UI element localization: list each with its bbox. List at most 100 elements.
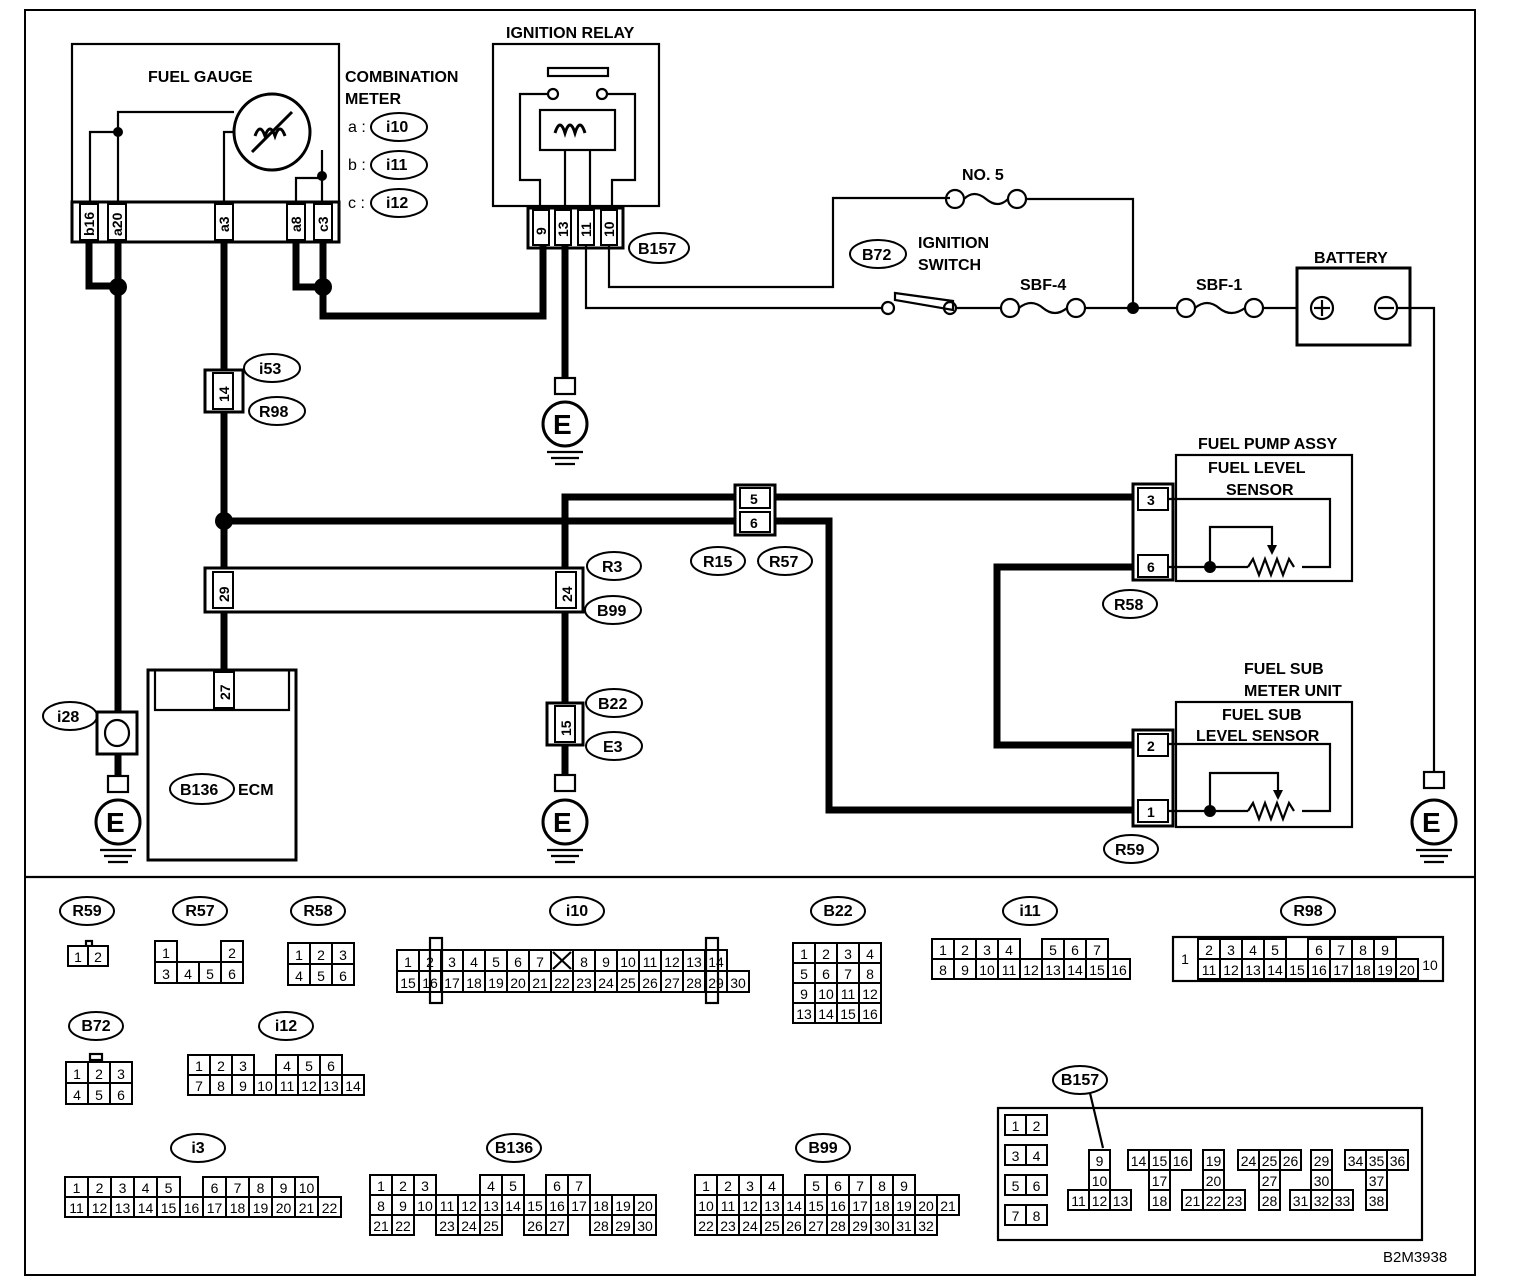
fuse-sbf1-label: SBF-1 [1196, 277, 1242, 294]
connector-tag-i3 [170, 1133, 226, 1163]
connector-b22-text: B22 [598, 696, 627, 713]
pin-number: 16 [184, 1200, 200, 1216]
ignition-switch-icon [880, 300, 896, 316]
pin-number: 14 [708, 954, 724, 970]
pin-cell [1025, 1114, 1048, 1136]
pin-number: 23 [576, 975, 592, 991]
pin-number: 28 [593, 1218, 609, 1234]
pin-number: 2 [961, 942, 969, 958]
ground-label: E [553, 807, 572, 838]
pin-number: 7 [1093, 942, 1101, 958]
pin-number: 13 [1245, 962, 1261, 978]
pin-number: 2 [96, 1180, 104, 1196]
pin-number: 28 [1262, 1193, 1278, 1209]
connector-tag-text: i3 [191, 1140, 204, 1157]
pin-number: 1 [404, 954, 412, 970]
connector-r15-tag [690, 546, 746, 576]
pin-number: 4 [487, 1178, 495, 1194]
pin-number: 21 [299, 1200, 315, 1216]
combination-meter-label-1: COMBINATION [345, 69, 458, 86]
pin-number: 6 [1315, 942, 1323, 958]
ignition-switch-label-2: SWITCH [918, 257, 981, 274]
pin-cell [1025, 1174, 1048, 1196]
pin-number: 14 [818, 1006, 834, 1022]
pin-number: 7 [1337, 942, 1345, 958]
pin-number: 4 [866, 946, 874, 962]
i53-pin-14: 14 [216, 386, 232, 402]
connector-tag-text: B99 [808, 1140, 837, 1157]
pin-number: 4 [1033, 1148, 1041, 1164]
pin-number: 9 [800, 986, 808, 1002]
meter-pin-a8: a8 [288, 216, 304, 232]
pin-number: 9 [399, 1198, 407, 1214]
pin-number: 29 [1314, 1153, 1330, 1169]
connector-r59-tag [1103, 834, 1159, 864]
pin-number: 16 [862, 1006, 878, 1022]
pin-number: 10 [257, 1078, 273, 1094]
connector-tag-text: i12 [275, 1018, 297, 1035]
pin-number: 21 [940, 1198, 956, 1214]
pin-number: 8 [866, 966, 874, 982]
pin-number: 7 [844, 966, 852, 982]
pin-number: 1 [702, 1178, 710, 1194]
pin-number: 15 [161, 1200, 177, 1216]
pin-number: 15 [840, 1006, 856, 1022]
pin-number: 25 [620, 975, 636, 991]
pin-number: 35 [1369, 1153, 1385, 1169]
pin-number: 14 [505, 1198, 521, 1214]
pin-number: 25 [483, 1218, 499, 1234]
pin-number: 8 [939, 962, 947, 978]
pin-number: 3 [117, 1066, 125, 1082]
pin-number: 13 [115, 1200, 131, 1216]
meter-b-label: b : [348, 157, 366, 174]
pin-number: 16 [1111, 962, 1127, 978]
pin-number: 31 [896, 1218, 912, 1234]
pin-number: 10 [620, 954, 636, 970]
pin-number: 16 [549, 1198, 565, 1214]
pin-cell [914, 1214, 938, 1236]
pin-number: 25 [764, 1218, 780, 1234]
pin-number: 14 [345, 1078, 361, 1094]
pin-number: 5 [492, 954, 500, 970]
pin-number: 13 [796, 1006, 812, 1022]
pin-number: 28 [686, 975, 702, 991]
pin-number: 8 [257, 1180, 265, 1196]
pin-number: 12 [1092, 1193, 1108, 1209]
connector-b99-text: B99 [597, 603, 626, 620]
pin-number: 1 [74, 949, 82, 965]
wire-relay10-no5 [607, 196, 950, 289]
connector-i12-text: i12 [386, 195, 408, 212]
wire-b16-a20 [85, 240, 118, 290]
pin-number: 11 [841, 986, 856, 1002]
pin-number: 3 [1227, 942, 1235, 958]
pin-number: 4 [184, 966, 192, 982]
pin-number: 15 [1089, 962, 1105, 978]
connector-i53-tag [243, 353, 301, 383]
pin-number: 17 [207, 1200, 223, 1216]
ground-relay: E [541, 376, 589, 466]
battery-icon [1295, 266, 1412, 347]
pin-number: 2 [1205, 942, 1213, 958]
pin-number: 38 [1369, 1193, 1385, 1209]
ground-label: E [1422, 807, 1441, 838]
connector-e3-tag [585, 731, 643, 761]
pin-number: 36 [1390, 1153, 1406, 1169]
pin-number: 14 [138, 1200, 154, 1216]
pin-cell [1148, 1189, 1171, 1211]
pin-number: 11 [1002, 962, 1017, 978]
sub-meter-label-2: METER UNIT [1244, 683, 1342, 700]
pin-number: 1 [377, 1178, 385, 1194]
pin-cell [1025, 1144, 1048, 1166]
connector-tag-i10 [549, 896, 605, 926]
pin-number: 13 [483, 1198, 499, 1214]
pin-number: 18 [466, 975, 482, 991]
pin-number: 12 [664, 954, 680, 970]
pin-number: 15 [1152, 1153, 1168, 1169]
pin-number: 7 [575, 1178, 583, 1194]
pin-cell [87, 945, 109, 967]
connector-i10-text: i10 [386, 119, 408, 136]
ecm: 27 B136 ECM [146, 668, 298, 862]
pin-number: 6 [822, 966, 830, 982]
pin-cell [1258, 1189, 1281, 1211]
sub-meter-label-1: FUEL SUB [1244, 661, 1324, 678]
